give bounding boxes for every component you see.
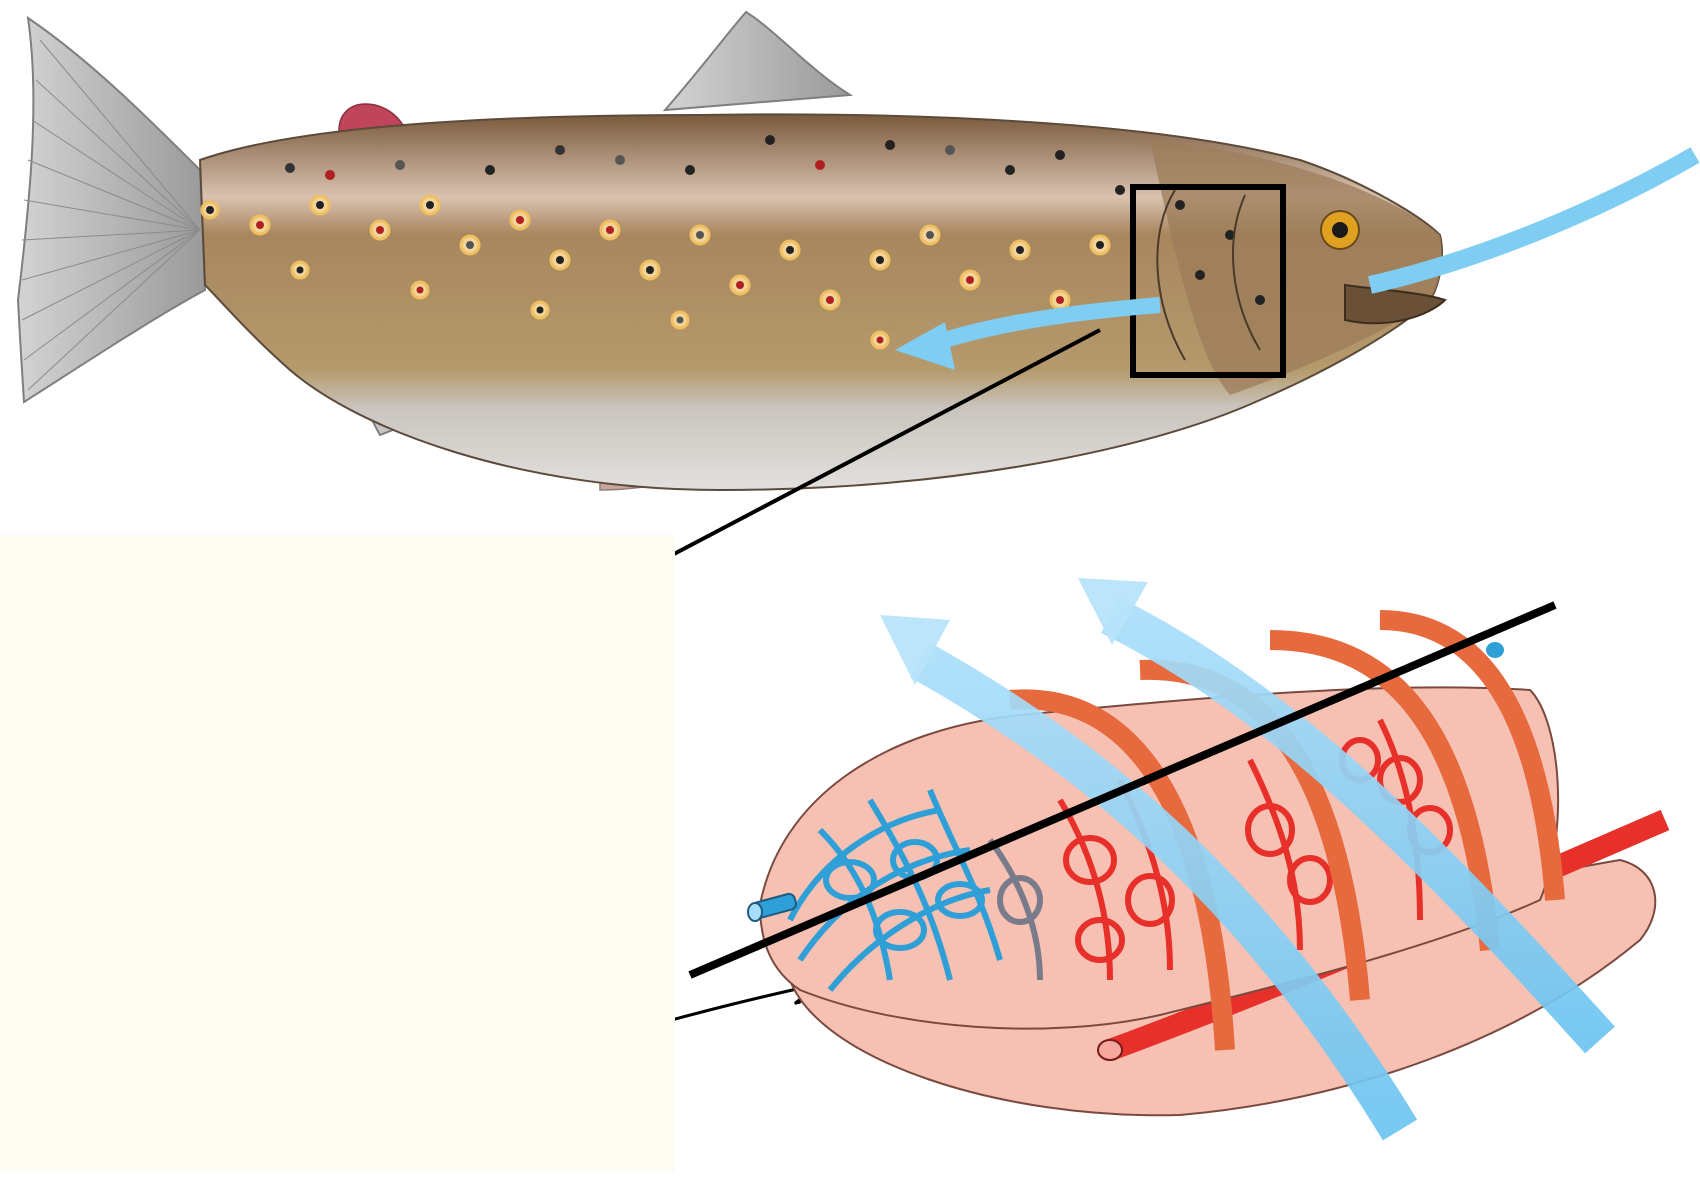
- afferent-vessel-end: [748, 903, 762, 921]
- dorsal-fin: [665, 12, 850, 110]
- efferent-vessel-end: [1098, 1040, 1122, 1060]
- gill-panel-background: [0, 535, 675, 1172]
- afferent-vessel-far-end: [1486, 642, 1504, 658]
- tail-fin: [18, 18, 205, 402]
- lamellae-panel: [690, 578, 1665, 1130]
- fish-pupil: [1332, 222, 1348, 238]
- trout-illustration: [18, 12, 1695, 490]
